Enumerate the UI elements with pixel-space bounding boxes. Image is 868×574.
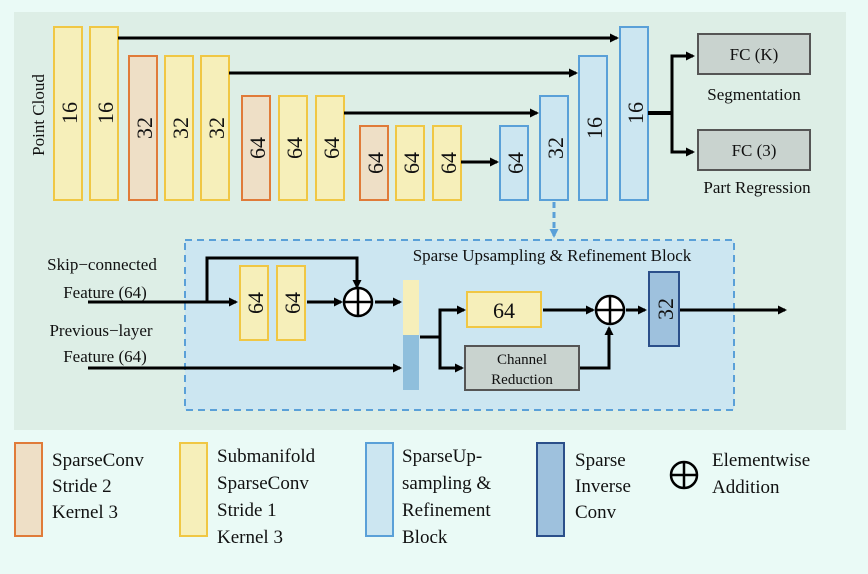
legend-sparseconv-3: Kernel 3 (52, 502, 118, 523)
encoder-block-32-a (164, 55, 194, 201)
branch-to-conv-arrow (438, 305, 466, 337)
legend-upsampling-4: Block (402, 527, 448, 548)
decoder-block-64 (499, 125, 529, 201)
refine-conv-64-c-label: 64 (493, 298, 515, 323)
encoder-block-32-b (200, 55, 230, 201)
refine-conv-64-a (239, 265, 269, 341)
refine-conv-64-a-label: 64 (243, 292, 268, 314)
decoder-block-16-a (578, 55, 608, 201)
encoder-block-64-stride (241, 95, 271, 201)
refine-conv-64-b-label: 64 (280, 292, 305, 314)
concat-feature-top (403, 280, 419, 335)
encoder-block-64-b-label: 64 (319, 137, 344, 159)
add-node-2 (594, 294, 626, 326)
sparse-inverse-conv-32 (648, 271, 680, 347)
encoder-block-64-a (278, 95, 308, 201)
residual-bypass-line (205, 256, 362, 302)
legend-upsampling-3: Refinement (402, 500, 491, 521)
channel-reduction-box (464, 345, 580, 391)
legend-swatch-sparseconv (14, 442, 43, 537)
legend-swatch-upsampling (365, 442, 394, 537)
encoder-block-64-stride-label: 64 (245, 137, 270, 159)
legend-swatch-submanifold (179, 442, 208, 537)
prev-feature-label-2: Feature (64) (63, 347, 147, 366)
prev-feature-label-1: Previous−layer (49, 321, 152, 340)
encoder-block-32-a-label: 32 (168, 117, 193, 139)
encoder-block-16-a-label: 16 (57, 102, 82, 124)
channel-reduction-label-1: Channel (497, 352, 547, 368)
encoder-block-64-d-label: 64 (436, 152, 461, 174)
legend-submanifold-1: Submanifold (217, 446, 316, 467)
encoder-block-16-b-label: 16 (93, 102, 118, 124)
encoder-block-16-b (89, 26, 119, 201)
legend-sparseconv-2: Stride 2 (52, 476, 112, 497)
encoder-block-64-stride-2-label: 64 (363, 152, 388, 174)
concat-feature-bottom (403, 335, 419, 390)
skip-feature-label-2: Feature (64) (63, 283, 147, 302)
legend-submanifold-4: Kernel 3 (217, 527, 283, 548)
encoder-block-32-stride-label: 32 (132, 117, 157, 139)
legend-elementwise-2: Addition (712, 477, 780, 498)
legend-inverse-1: Sparse (575, 450, 626, 471)
encoder-block-32-stride (128, 55, 158, 201)
segmentation-label: Segmentation (707, 85, 801, 104)
refinement-block-title: Sparse Upsampling & Refinement Block (413, 246, 692, 265)
decoder-block-16-b-label: 16 (623, 102, 648, 124)
fc-k-label: FC (K) (730, 45, 779, 64)
encoder-block-64-stride-2 (359, 125, 389, 201)
legend-inverse-3: Conv (575, 502, 617, 523)
legend-swatch-inverse (536, 442, 565, 537)
encoder-block-64-c-label: 64 (399, 152, 424, 174)
encoder-block-64-d (432, 125, 462, 201)
encoder-block-64-c (395, 125, 425, 201)
sparse-inverse-conv-32-label: 32 (653, 298, 678, 320)
legend-submanifold-2: SparseConv (217, 473, 309, 494)
skip-feature-label-1: Skip−connected (47, 255, 157, 274)
legend-sparseconv-1: SparseConv (52, 450, 144, 471)
add-node-1 (342, 286, 374, 318)
legend-elementwise-1: Elementwise (712, 450, 810, 471)
reduction-to-add-arrow (579, 326, 614, 370)
encoder-block-64-b (315, 95, 345, 201)
head-arrow-regression (670, 113, 695, 157)
decoder-block-32 (539, 95, 569, 201)
fc-k-box (697, 33, 811, 75)
legend-inverse-2: Inverse (575, 476, 631, 497)
decoder-block-32-label: 32 (543, 137, 568, 159)
point-cloud-label: Point Cloud (29, 74, 48, 156)
encoder-blocks: 16 16 32 32 32 64 64 64 64 64 64 (53, 26, 462, 201)
channel-reduction-label-2: Reduction (491, 372, 553, 388)
fc-3-box (697, 129, 811, 171)
encoder-block-16-a (53, 26, 83, 201)
decoder-block-16-a-label: 16 (582, 117, 607, 139)
part-regression-label: Part Regression (703, 178, 811, 197)
output-heads: FC (K) Segmentation FC (3) Part Regressi… (648, 33, 811, 197)
legend-upsampling-1: SparseUp- (402, 446, 482, 467)
legend-upsampling-2: sampling & (402, 473, 491, 494)
legend: SparseConv Stride 2 Kernel 3 Submanifold… (14, 442, 810, 548)
encoder-block-64-a-label: 64 (282, 137, 307, 159)
refine-conv-64-b (276, 265, 306, 341)
head-arrow-segmentation (670, 51, 695, 113)
decoder-block-64-label: 64 (503, 152, 528, 174)
skip-connections (118, 33, 619, 167)
legend-add-icon (669, 460, 699, 490)
encoder-block-32-b-label: 32 (204, 117, 229, 139)
fc-3-label: FC (3) (732, 141, 777, 160)
refinement-arrows (88, 256, 787, 373)
decoder-blocks: 64 32 16 16 (499, 26, 649, 201)
refine-conv-64-c (466, 291, 542, 328)
legend-submanifold-3: Stride 1 (217, 500, 277, 521)
branch-to-reduction-arrow (438, 337, 464, 373)
